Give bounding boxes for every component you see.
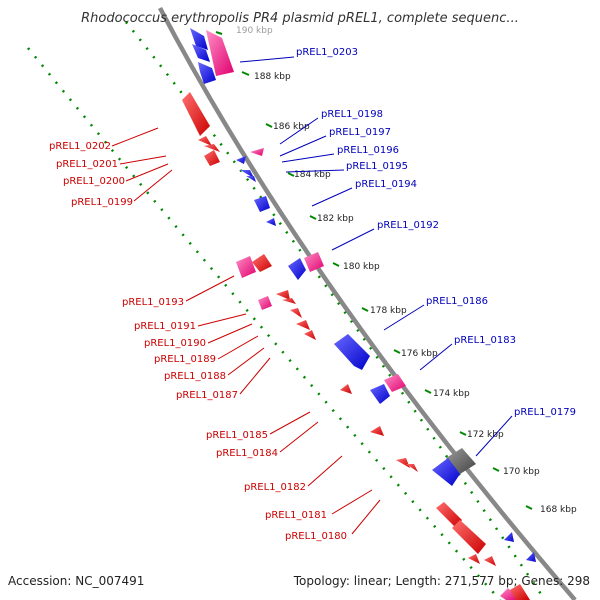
gene-arrow[interactable] xyxy=(236,156,246,164)
gene-arrow[interactable] xyxy=(370,426,384,436)
tick-label: 188 kbp xyxy=(254,72,291,82)
gene-arrow[interactable] xyxy=(250,148,264,156)
tick-marks xyxy=(215,31,533,510)
gene-arrow[interactable] xyxy=(236,256,256,278)
forward-genes xyxy=(190,28,536,562)
gene-arrow[interactable] xyxy=(182,92,210,136)
gene-arrow[interactable] xyxy=(192,44,210,62)
reverse-labels: pREL1_0202 pREL1_0201 pREL1_0200 pREL1_0… xyxy=(49,141,347,542)
gene-label[interactable]: pREL1_0183 xyxy=(454,335,516,346)
gene-label[interactable]: pREL1_0190 xyxy=(144,338,206,349)
gene-label[interactable]: pREL1_0193 xyxy=(122,297,184,308)
gene-arrow[interactable] xyxy=(432,458,460,486)
gene-arrow[interactable] xyxy=(468,554,480,564)
gene-arrow[interactable] xyxy=(258,296,272,310)
accession-text: Accession: NC_007491 xyxy=(8,574,144,588)
gene-arrow[interactable] xyxy=(484,556,496,566)
gene-label[interactable]: pREL1_0189 xyxy=(154,354,216,365)
gene-arrow[interactable] xyxy=(406,464,418,472)
gene-label[interactable]: pREL1_0187 xyxy=(176,390,238,401)
tick-label: 182 kbp xyxy=(317,214,354,224)
gene-label[interactable]: pREL1_0192 xyxy=(377,220,439,231)
gene-arrow[interactable] xyxy=(206,30,234,76)
tick-label: 180 kbp xyxy=(343,262,380,272)
gene-label[interactable]: pREL1_0186 xyxy=(426,296,488,307)
gene-arrow[interactable] xyxy=(290,308,302,318)
plasmid-backbone xyxy=(158,6,577,600)
tick-label: 186 kbp xyxy=(273,122,310,132)
tick-label: 178 kbp xyxy=(370,306,407,316)
gene-arrow[interactable] xyxy=(246,176,256,182)
gene-arrow[interactable] xyxy=(334,334,370,370)
gene-arrow[interactable] xyxy=(288,258,306,280)
gene-arrow[interactable] xyxy=(276,290,290,300)
gene-arrow[interactable] xyxy=(190,28,208,50)
topology-summary: Topology: linear; Length: 271,577 bp; Ge… xyxy=(293,574,590,588)
gene-label[interactable]: pREL1_0181 xyxy=(265,510,327,521)
reverse-genes xyxy=(182,92,530,600)
reverse-leaders xyxy=(111,127,381,535)
gene-arrow[interactable] xyxy=(370,384,390,404)
forward-labels: pREL1_0203 pREL1_0198 pREL1_0197 pREL1_0… xyxy=(296,47,576,418)
gene-arrow[interactable] xyxy=(510,584,530,600)
gene-arrow[interactable] xyxy=(452,520,486,554)
tick-labels: 190 kbp 188 kbp 186 kbp 184 kbp 182 kbp … xyxy=(236,26,577,515)
tick-label: 176 kbp xyxy=(401,349,438,359)
tick-label: 190 kbp xyxy=(236,26,273,36)
gene-label[interactable]: pREL1_0200 xyxy=(63,176,125,187)
gene-label[interactable]: pREL1_0182 xyxy=(244,482,306,493)
gene-label[interactable]: pREL1_0194 xyxy=(355,179,417,190)
gene-arrow[interactable] xyxy=(396,458,410,468)
tick-track xyxy=(27,21,547,600)
gene-arrow[interactable] xyxy=(504,532,514,542)
gene-label[interactable]: pREL1_0184 xyxy=(216,448,278,459)
tick-label: 184 kbp xyxy=(294,170,331,180)
gene-arrow[interactable] xyxy=(254,196,270,212)
gene-label[interactable]: pREL1_0197 xyxy=(329,127,391,138)
gene-arrow[interactable] xyxy=(198,62,216,84)
tick-label: 174 kbp xyxy=(433,389,470,399)
gene-arrow[interactable] xyxy=(282,298,296,304)
gene-arrow[interactable] xyxy=(252,254,272,272)
gene-arrow[interactable] xyxy=(304,330,316,340)
gene-label[interactable]: pREL1_0203 xyxy=(296,47,358,58)
gene-label[interactable]: pREL1_0188 xyxy=(164,371,226,382)
gene-label[interactable]: pREL1_0198 xyxy=(321,109,383,120)
gene-arrow[interactable] xyxy=(436,502,462,528)
gene-arrow[interactable] xyxy=(198,136,212,146)
gene-arrow[interactable] xyxy=(340,384,352,394)
gene-label[interactable]: pREL1_0201 xyxy=(56,159,118,170)
gene-arrow[interactable] xyxy=(296,320,310,330)
forward-leaders xyxy=(239,56,513,457)
tick-label: 172 kbp xyxy=(467,430,504,440)
gene-label[interactable]: pREL1_0180 xyxy=(285,531,347,542)
gene-arrow[interactable] xyxy=(204,150,220,166)
map-title: Rhodococcus erythropolis PR4 plasmid pRE… xyxy=(81,11,519,26)
gene-arrow[interactable] xyxy=(204,144,220,152)
gene-label[interactable]: pREL1_0199 xyxy=(71,197,133,208)
tick-label: 168 kbp xyxy=(540,505,577,515)
gene-label[interactable]: pREL1_0185 xyxy=(206,430,268,441)
gene-arrow[interactable] xyxy=(304,252,324,272)
gene-arrow[interactable] xyxy=(266,218,276,226)
gene-label[interactable]: pREL1_0191 xyxy=(134,321,196,332)
gene-arrow[interactable] xyxy=(384,374,406,392)
tick-label: 170 kbp xyxy=(503,467,540,477)
gene-arrow[interactable] xyxy=(446,448,476,474)
gene-arrow[interactable] xyxy=(526,552,536,562)
gene-label[interactable]: pREL1_0195 xyxy=(346,161,408,172)
gene-label[interactable]: pREL1_0196 xyxy=(337,145,399,156)
gene-label[interactable]: pREL1_0179 xyxy=(514,407,576,418)
gene-label[interactable]: pREL1_0202 xyxy=(49,141,111,152)
